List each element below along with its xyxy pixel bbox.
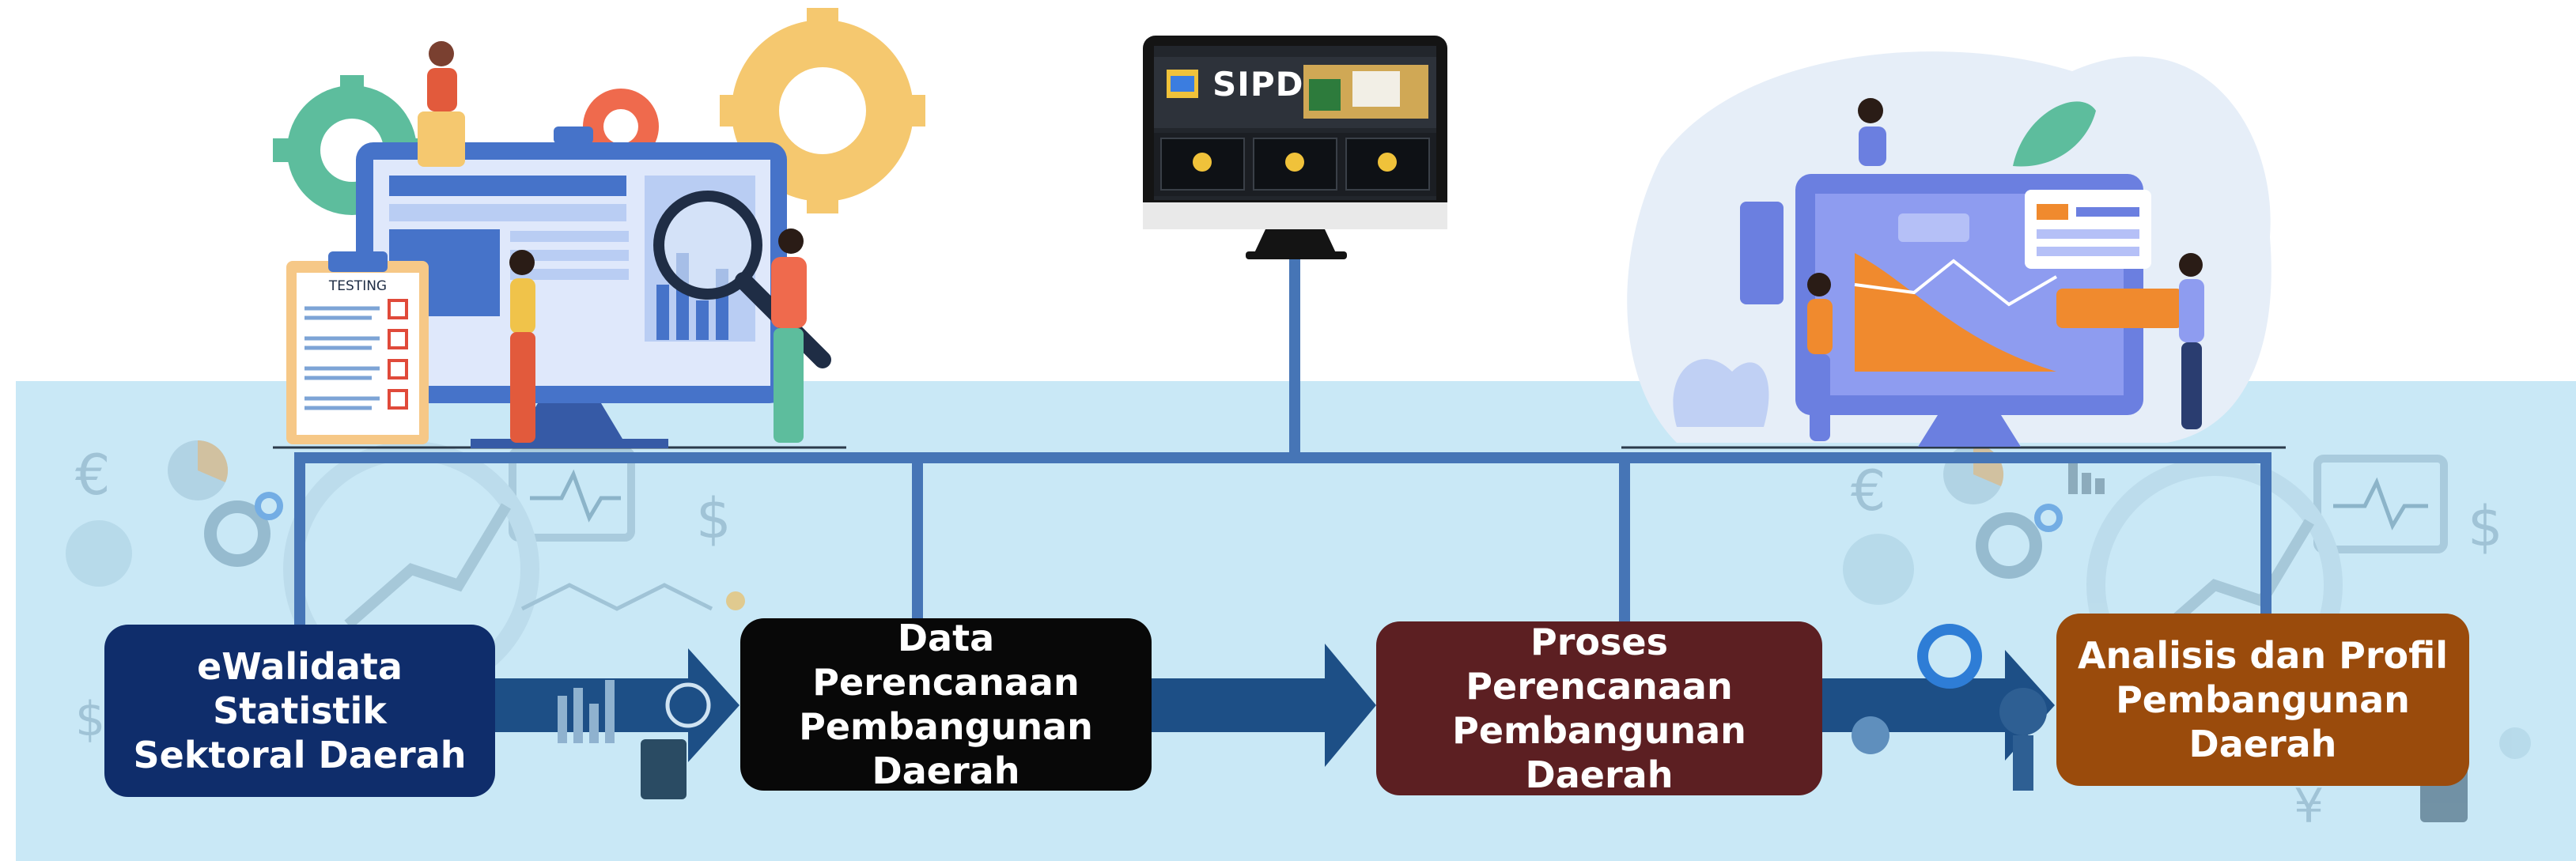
connector-monitor-stem [1289,255,1300,462]
stage-box-data-perencanaan: Data Perencanaan Pembangunan Daerah [740,616,1152,793]
stage-label-line: Pembangunan [2116,678,2410,721]
sipd-monitor [1143,36,1447,259]
connector-drop-2 [912,452,923,620]
monitor-icon [2313,455,2448,553]
svg-text:¥: ¥ [2294,779,2324,834]
stage-label-line: Pembangunan [1452,709,1746,752]
person-icon [1999,688,2047,735]
stage-label-line: Daerah [2188,723,2337,766]
testing-clipboard-illustration [286,251,429,444]
euro-icon: € [1851,459,1886,523]
flow-arrow-2 [1151,644,1376,767]
gear-icon [1976,512,2042,579]
flow-arrow-1 [490,648,740,799]
clipboard-title: TESTING [328,278,388,294]
people-illustration-left [418,41,807,443]
connector-drop-3 [1619,452,1630,623]
connector-drop-1 [294,452,305,626]
calculator-icon [641,739,687,799]
flow-arrow-3 [1819,624,2055,791]
svg-text:$: $ [75,692,105,747]
stage-label-line: Pembangunan [799,705,1093,748]
gear-icon [204,500,270,567]
connector-drop-4 [2260,452,2271,615]
stage-label-line: Data Perencanaan [812,616,1080,704]
euro-icon: € [75,443,111,508]
clock-icon [665,682,711,728]
stage-label-line: eWalidata Statistik [197,644,403,732]
stage-box-analisis-profil: Analisis dan Profil Pembangunan Daerah [2056,614,2469,786]
stage-label-line: Proses Perencanaan [1466,620,1733,708]
dollar-icon: $ [696,486,732,551]
dollar-icon: $ [2468,494,2503,559]
stage-label-line: Analisis dan Profil [2077,633,2449,677]
sipd-logo-text: SIPD [1212,65,1304,104]
bar-chart-icon [2068,463,2078,494]
stage-label-line: Daerah [1525,753,1674,797]
stage-label-line: Daerah [872,750,1020,793]
stage-box-proses-perencanaan: Proses Perencanaan Pembangunan Daerah [1376,620,1822,797]
stage-label-line: Sektoral Daerah [133,734,467,777]
stage-box-ewalidata: eWalidata Statistik Sektoral Daerah [104,625,495,797]
magnifier-icon [653,191,831,368]
connector-main-bar [294,452,2271,463]
analytics-illustration-right [1627,51,2271,447]
